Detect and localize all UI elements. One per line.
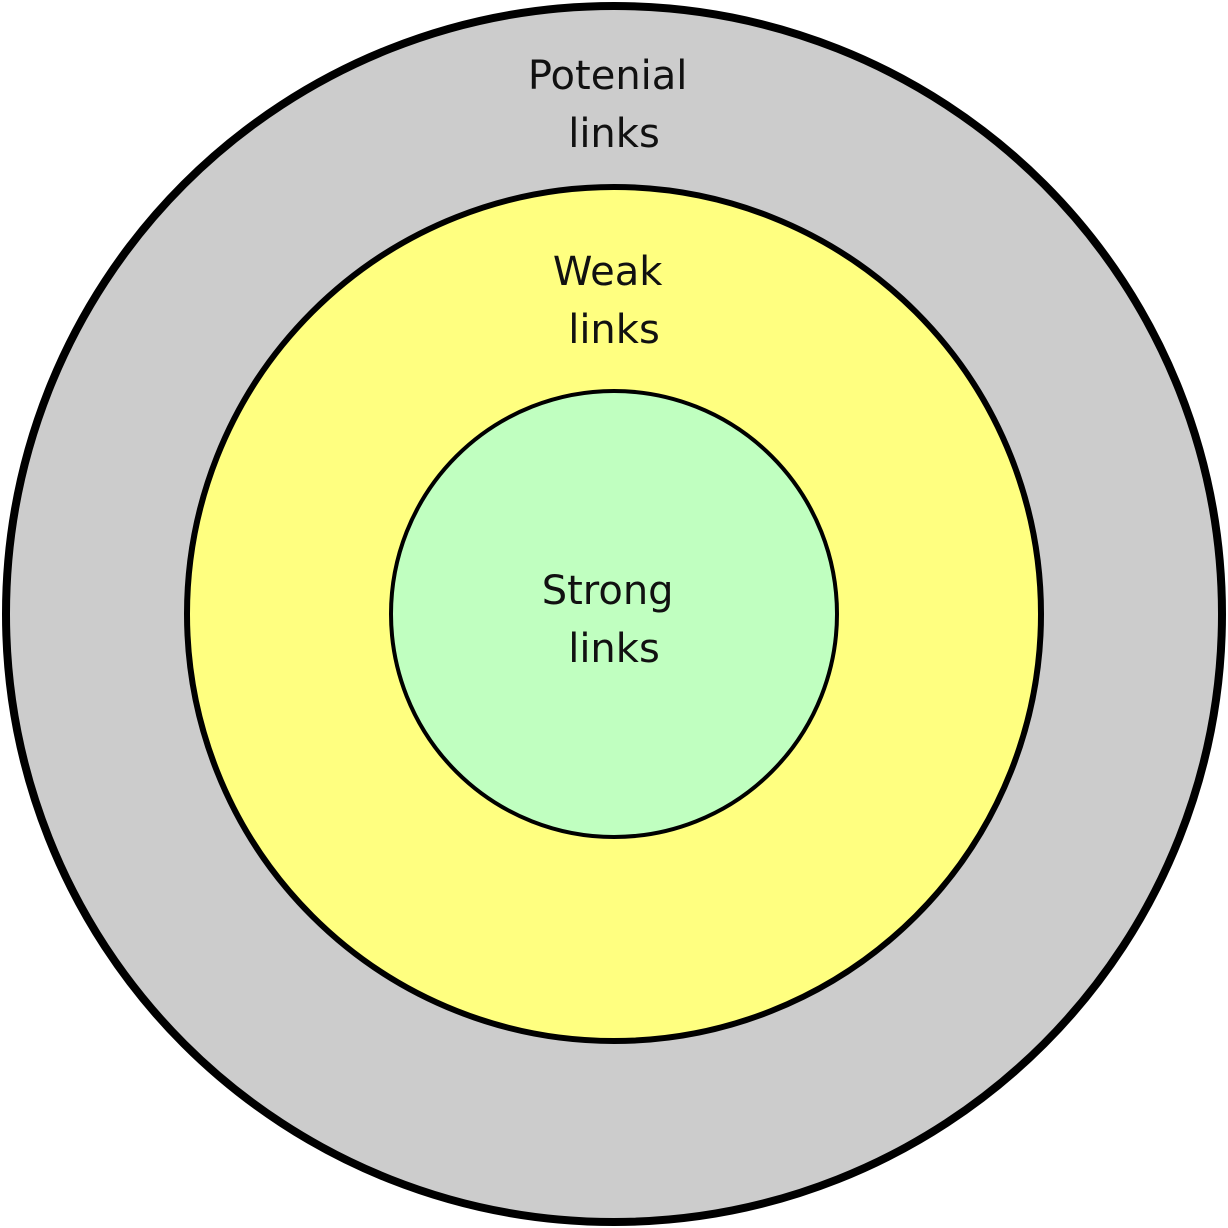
weak-links-label-line1: Weak (553, 249, 663, 295)
strong-links-label-line2: links (568, 626, 660, 672)
potential-links-label-line1: Potenial (528, 53, 688, 99)
potential-links-label: Potenial links (528, 53, 700, 157)
strong-links-label: Strong links (542, 568, 687, 672)
strong-links-ring (389, 389, 839, 839)
weak-links-label: Weak links (553, 249, 675, 353)
strong-links-label-line1: Strong (542, 568, 674, 614)
weak-links-label-line2: links (568, 307, 660, 353)
potential-links-label-line2: links (568, 111, 660, 157)
